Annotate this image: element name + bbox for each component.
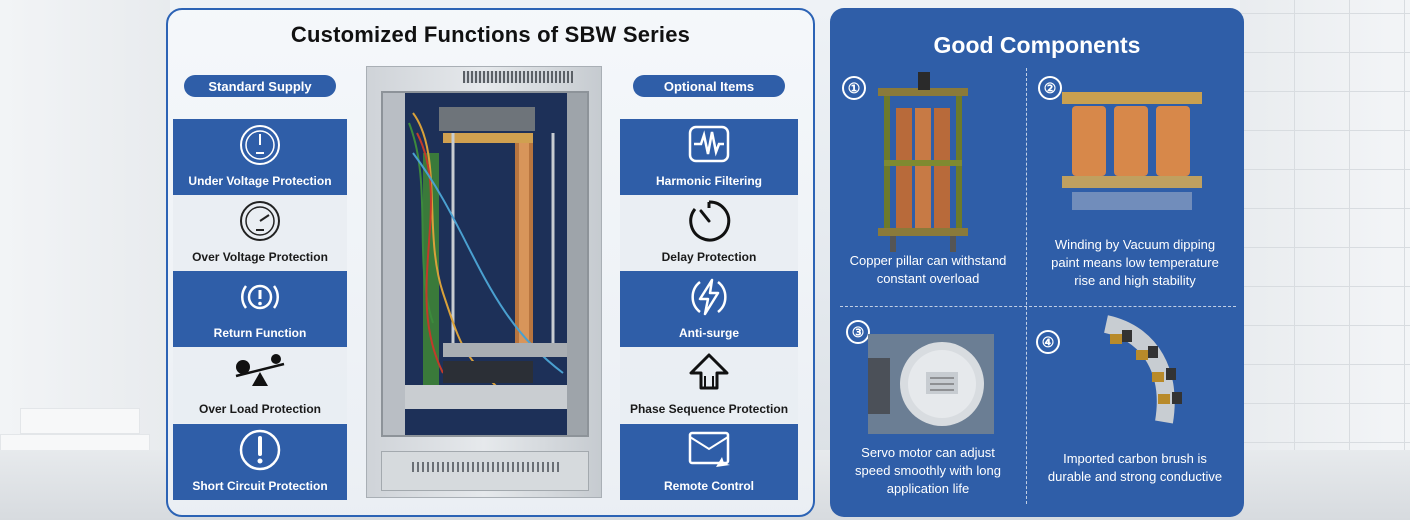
feature-under-voltage: Under Voltage Protection (173, 119, 347, 195)
components-title: Good Components (933, 32, 1141, 58)
gauge-low-icon (240, 125, 280, 165)
feature-phase-sequence: Phase Sequence Protection (620, 347, 798, 423)
exclamation-circle-icon (239, 429, 281, 471)
carbon-brush-image (1103, 315, 1182, 424)
up-arrow-icon (689, 353, 729, 390)
servo-motor-image (868, 334, 994, 434)
feature-label: Harmonic Filtering (655, 174, 762, 188)
component-text-2: Winding by Vacuum dipping paint means lo… (1051, 237, 1219, 288)
feature-over-load: Over Load Protection (173, 347, 347, 423)
component-text-3: Servo motor can adjust speed smoothly wi… (855, 445, 1001, 496)
feature-short-circuit: Short Circuit Protection (173, 424, 347, 500)
feature-over-voltage: Over Voltage Protection (173, 195, 347, 271)
component-number: ③ (846, 320, 870, 344)
component-text-1: Copper pillar can withstand constant ove… (849, 253, 1007, 286)
feature-label: Anti-surge (679, 326, 739, 340)
remote-window-icon (688, 431, 730, 467)
voltage-stabilizer-cabinet-image (366, 66, 602, 498)
optional-items-label: Optional Items (633, 75, 785, 97)
gauge-high-icon (240, 201, 280, 241)
feature-label: Remote Control (664, 479, 754, 493)
divider-vertical (1026, 68, 1027, 504)
lightning-icon (691, 278, 727, 316)
feature-label: Over Load Protection (198, 402, 322, 416)
component-number: ② (1038, 76, 1062, 100)
functions-title: Customized Functions of SBW Series (290, 22, 691, 47)
vacuum-winding-image (1062, 92, 1202, 210)
background-wall-right (1240, 0, 1410, 520)
feature-remote-control: Remote Control (620, 424, 798, 500)
feature-label: Phase Sequence Protection (629, 402, 789, 416)
standard-supply-label: Standard Supply (184, 75, 336, 97)
feature-label: Delay Protection (661, 250, 757, 264)
seesaw-icon (235, 354, 285, 386)
component-number: ① (842, 76, 866, 100)
feature-label: Over Voltage Protection (192, 250, 328, 264)
feature-delay-protection: Delay Protection (620, 195, 798, 271)
alert-signal-icon (241, 284, 279, 310)
feature-anti-surge: Anti-surge (620, 271, 798, 347)
feature-label: Under Voltage Protection (188, 174, 332, 188)
feature-label: Return Function (213, 326, 307, 340)
waveform-icon (688, 125, 730, 163)
feature-return-function: Return Function (173, 271, 347, 347)
timer-icon (689, 200, 731, 242)
feature-harmonic-filtering: Harmonic Filtering (620, 119, 798, 195)
feature-label: Short Circuit Protection (192, 479, 328, 493)
divider-horizontal (840, 306, 1236, 307)
background-wall-left (0, 0, 170, 520)
component-text-4: Imported carbon brush is durable and str… (1047, 451, 1223, 484)
component-number: ④ (1036, 330, 1060, 354)
copper-pillar-image (878, 72, 968, 252)
components-panel: Good Components ① Copper pillar can with… (830, 8, 1244, 517)
